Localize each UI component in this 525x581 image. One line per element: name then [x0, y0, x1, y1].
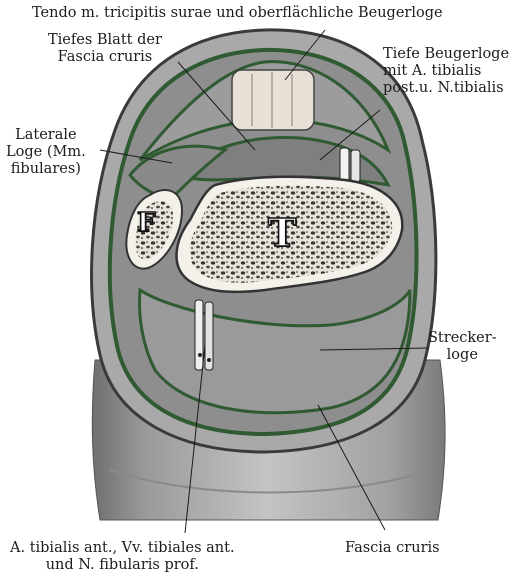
label-tiefe-beugerloge-line1: Tiefe Beugerloge: [383, 46, 509, 63]
label-tendo-triceps: Tendo m. tricipitis surae und oberflächl…: [32, 5, 443, 22]
label-arteria-line1: A. tibialis ant., Vv. tibiales ant.: [10, 540, 235, 557]
label-fascia-cruris: Fascia cruris: [345, 540, 440, 557]
label-streckerloge: Strecker- loge: [428, 330, 497, 364]
label-laterale-loge: Laterale Loge (Mm. fibulares): [6, 127, 86, 178]
label-laterale-loge-line3: fibulares): [6, 161, 86, 178]
label-laterale-loge-line1: Laterale: [6, 127, 86, 144]
label-streckerloge-line1: Strecker-: [428, 330, 497, 347]
label-tiefes-blatt-line1: Tiefes Blatt der: [48, 32, 162, 49]
label-tiefes-blatt: Tiefes Blatt der Fascia cruris: [48, 32, 162, 66]
label-tiefe-beugerloge-line3: post.u. N.tibialis: [383, 80, 509, 97]
label-tiefes-blatt-line2: Fascia cruris: [48, 49, 162, 66]
label-tiefe-beugerloge-line2: mit A. tibialis: [383, 63, 509, 80]
label-tiefe-beugerloge: Tiefe Beugerloge mit A. tibialis post.u.…: [383, 46, 509, 97]
label-arteria-tibialis: A. tibialis ant., Vv. tibiales ant. und …: [10, 540, 235, 574]
label-streckerloge-line2: loge: [428, 347, 497, 364]
label-arteria-line2: und N. fibularis prof.: [10, 557, 235, 574]
label-laterale-loge-line2: Loge (Mm.: [6, 144, 86, 161]
